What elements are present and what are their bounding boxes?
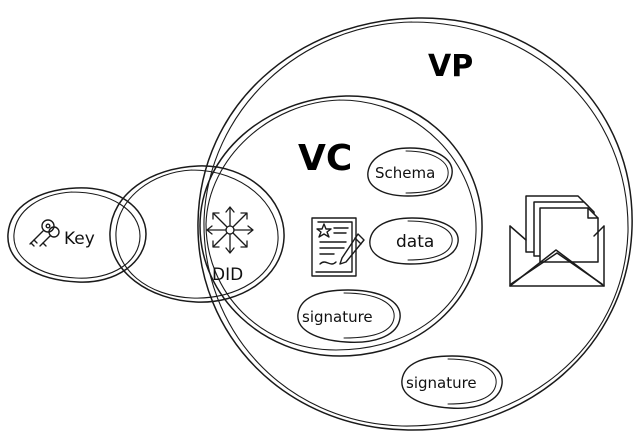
key-icon <box>29 219 60 247</box>
did-circle <box>109 165 285 303</box>
vc-label: VC <box>298 138 352 179</box>
certificate-document-icon <box>311 217 365 277</box>
vp-signature-label: signature <box>406 374 477 392</box>
vc-signature-label: signature <box>302 308 373 326</box>
schema-ellipse <box>367 147 453 197</box>
vp-label: VP <box>428 49 473 84</box>
key-ellipse <box>7 187 147 283</box>
envelope-with-documents-icon <box>509 195 605 287</box>
data-label: data <box>396 232 434 252</box>
key-label: Key <box>64 229 95 249</box>
did-label: DID <box>212 265 243 285</box>
network-hub-icon <box>206 206 254 254</box>
vc-signature-ellipse <box>297 289 401 343</box>
vc-circle <box>199 95 483 357</box>
schema-label: Schema <box>375 164 435 182</box>
data-ellipse <box>369 217 459 265</box>
vp-circle <box>197 17 633 431</box>
vp-signature-ellipse <box>401 355 503 409</box>
